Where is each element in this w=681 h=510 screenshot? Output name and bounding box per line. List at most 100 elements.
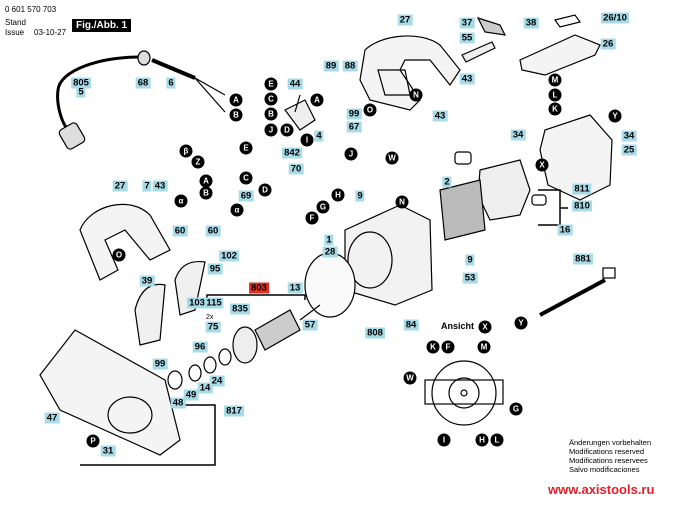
armature-drawing	[232, 304, 321, 364]
part-label-14[interactable]: 14	[197, 382, 213, 394]
note-line: Modifications reservees	[569, 456, 648, 465]
connector-marker-l: L	[490, 433, 504, 447]
part-label-9-b[interactable]: 9	[465, 254, 475, 266]
part-label-817[interactable]: 817	[224, 405, 244, 417]
part-label-881[interactable]: 881	[573, 253, 593, 265]
part-label-75[interactable]: 75	[205, 321, 221, 333]
part-label-4[interactable]: 4	[314, 130, 324, 142]
cover-drawing	[519, 14, 601, 76]
part-label-95[interactable]: 95	[207, 263, 223, 275]
part-label-808[interactable]: 808	[365, 327, 385, 339]
part-label-103[interactable]: 103	[187, 297, 207, 309]
part-label-27-left[interactable]: 27	[112, 180, 128, 192]
connector-marker-c: C	[264, 92, 278, 106]
part-label-47[interactable]: 47	[44, 412, 60, 424]
part-label-44[interactable]: 44	[287, 78, 303, 90]
stand-label: Stand	[5, 18, 26, 27]
connector-marker-beta: β	[179, 144, 193, 158]
part-label-34-a[interactable]: 34	[510, 129, 526, 141]
part-label-39[interactable]: 39	[139, 275, 155, 287]
view-x-drawing	[424, 360, 504, 426]
rear-handle-drawing	[79, 203, 171, 281]
lever-drawing	[461, 16, 507, 63]
part-label-55[interactable]: 55	[459, 32, 475, 44]
part-label-31[interactable]: 31	[100, 445, 116, 457]
part-label-1[interactable]: 1	[324, 234, 334, 246]
part-label-70[interactable]: 70	[288, 163, 304, 175]
part-label-805[interactable]: 805	[71, 77, 91, 89]
part-label-67[interactable]: 67	[346, 121, 362, 133]
field-coil-drawing	[439, 179, 486, 241]
part-label-34-b[interactable]: 34	[621, 130, 637, 142]
motor-housing-drawing	[344, 204, 433, 306]
part-label-16[interactable]: 16	[557, 224, 573, 236]
power-cord-drawing	[56, 50, 226, 150]
part-label-84[interactable]: 84	[403, 319, 419, 331]
connector-marker-e: E	[239, 141, 253, 155]
connector-marker-j: J	[264, 123, 278, 137]
connector-marker-n: N	[395, 195, 409, 209]
part-label-835[interactable]: 835	[230, 303, 250, 315]
part-label-60-b[interactable]: 60	[205, 225, 221, 237]
part-label-810[interactable]: 810	[572, 200, 592, 212]
part-label-60-a[interactable]: 60	[172, 225, 188, 237]
part-label-26-10[interactable]: 26/10	[601, 12, 629, 24]
view-label: Ansicht	[441, 321, 474, 331]
part-label-26[interactable]: 26	[600, 38, 616, 50]
connector-marker-a: A	[310, 93, 324, 107]
part-label-96[interactable]: 96	[192, 341, 208, 353]
part-label-99-top[interactable]: 99	[346, 108, 362, 120]
connector-marker-w: W	[403, 371, 417, 385]
part-label-25[interactable]: 25	[621, 144, 637, 156]
connector-marker-j: J	[344, 147, 358, 161]
part-label-842[interactable]: 842	[282, 147, 302, 159]
switch-drawing	[284, 94, 316, 131]
part-label-49[interactable]: 49	[183, 389, 199, 401]
part-label-102[interactable]: 102	[219, 250, 239, 262]
modification-notes: Änderungen vorbehalten Modifications res…	[569, 438, 651, 474]
part-label-811[interactable]: 811	[572, 183, 592, 195]
part-label-89[interactable]: 89	[323, 60, 339, 72]
website-link[interactable]: www.axistools.ru	[548, 482, 655, 497]
part-label-9-a[interactable]: 9	[355, 190, 365, 202]
issue-label: Issue	[5, 28, 25, 37]
part-label-43-b[interactable]: 43	[432, 110, 448, 122]
part-label-24[interactable]: 24	[209, 375, 225, 387]
part-label-7[interactable]: 7	[142, 180, 152, 192]
part-label-57[interactable]: 57	[302, 319, 318, 331]
part-label-38[interactable]: 38	[523, 17, 539, 29]
part-label-5[interactable]: 5	[76, 86, 86, 98]
connector-marker-p: P	[86, 434, 100, 448]
part-label-43-c[interactable]: 43	[152, 180, 168, 192]
part-label-43-a[interactable]: 43	[459, 73, 475, 85]
part-label-28[interactable]: 28	[322, 246, 338, 258]
connector-marker-alpha: α	[230, 203, 244, 217]
issue-date: 03-10-27	[34, 28, 67, 37]
part-label-803[interactable]: 803	[249, 282, 269, 294]
connector-marker-y: Y	[514, 316, 528, 330]
connector-marker-g: G	[316, 200, 330, 214]
part-label-68[interactable]: 68	[135, 77, 151, 89]
connector-marker-z: Z	[191, 155, 205, 169]
connector-marker-m: M	[477, 340, 491, 354]
part-label-99-bottom[interactable]: 99	[152, 358, 168, 370]
part-label-37[interactable]: 37	[459, 17, 475, 29]
washers-drawing	[167, 348, 232, 390]
part-label-13[interactable]: 13	[287, 282, 303, 294]
plate-drawing	[304, 252, 356, 318]
part-label-2[interactable]: 2	[442, 176, 452, 188]
note-line: Modifications reserved	[569, 447, 645, 456]
part-label-53[interactable]: 53	[462, 272, 478, 284]
connector-marker-d: D	[258, 183, 272, 197]
part-label-6[interactable]: 6	[166, 77, 176, 89]
motor-housing-cap-drawing	[539, 114, 613, 201]
part-label-27-top[interactable]: 27	[397, 14, 413, 26]
threaded-rod-drawing	[539, 267, 616, 317]
connector-marker-b: B	[199, 186, 213, 200]
part-label-88[interactable]: 88	[342, 60, 358, 72]
part-label-48[interactable]: 48	[170, 397, 186, 409]
part-label-115[interactable]: 115	[204, 297, 224, 309]
figure-label: Fig./Abb. 1	[72, 19, 132, 32]
connector-marker-f: F	[441, 340, 455, 354]
part-label-69[interactable]: 69	[238, 190, 254, 202]
